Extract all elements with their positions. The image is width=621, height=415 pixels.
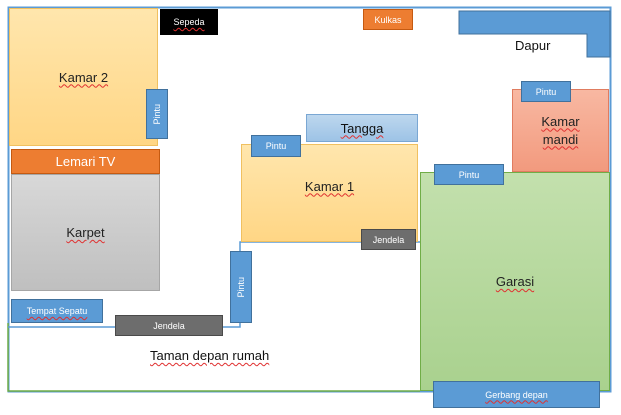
door-front-label: Pintu: [236, 276, 246, 298]
door-kamar-1: Pintu: [251, 135, 301, 157]
jendela-depan-label: Jendela: [153, 320, 185, 331]
sepeda-label: Sepeda: [173, 17, 205, 27]
front-gate: Gerbang depan: [433, 381, 600, 408]
kitchen-label: Dapur: [515, 38, 551, 53]
window-kamar-1: Jendela: [361, 229, 416, 250]
garage: Garasi: [420, 172, 610, 391]
garasi-label: Garasi: [495, 274, 535, 289]
gerbang-label: Gerbang depan: [485, 389, 548, 400]
front-garden-label: Taman depan rumah: [150, 348, 269, 363]
dapur-counter-shape: [458, 10, 611, 58]
door-front: Pintu: [230, 251, 252, 323]
door-kamar-mandi-label: Pintu: [535, 86, 557, 97]
door-garasi-label: Pintu: [458, 169, 480, 180]
room-kamar-2: Kamar 2: [9, 8, 158, 146]
tangga-label: Tangga: [340, 120, 384, 136]
kulkas-label: Kulkas: [374, 14, 402, 25]
tv-cabinet: Lemari TV: [11, 149, 160, 174]
bicycle-area: Sepeda: [160, 9, 218, 35]
lemari-tv-label: Lemari TV: [55, 154, 116, 169]
stairs: Tangga: [306, 114, 418, 142]
shoe-rack: Tempat Sepatu: [11, 299, 103, 323]
kamar-mandi-label: Kamar mandi: [541, 113, 580, 147]
door-kamar-mandi: Pintu: [521, 81, 571, 102]
tempat-sepatu-label: Tempat Sepatu: [26, 306, 88, 316]
door-kamar-1-label: Pintu: [265, 141, 287, 151]
window-front: Jendela: [115, 315, 223, 336]
jendela-kamar-1-label: Jendela: [372, 234, 405, 245]
door-kamar-2-label: Pintu: [152, 103, 162, 125]
kamar-1-label: Kamar 1: [304, 178, 355, 194]
door-garasi: Pintu: [434, 164, 504, 185]
taman-label: Taman depan rumah: [150, 348, 270, 363]
room-kamar-mandi: Kamar mandi: [512, 89, 609, 172]
room-kamar-1: Kamar 1: [241, 144, 418, 242]
rug: Karpet: [11, 174, 160, 291]
refrigerator: Kulkas: [363, 9, 413, 30]
karpet-label: Karpet: [66, 225, 105, 240]
door-kamar-2: Pintu: [146, 89, 168, 139]
garden-outline: [7, 323, 420, 392]
kamar-2-label: Kamar 2: [58, 69, 109, 85]
